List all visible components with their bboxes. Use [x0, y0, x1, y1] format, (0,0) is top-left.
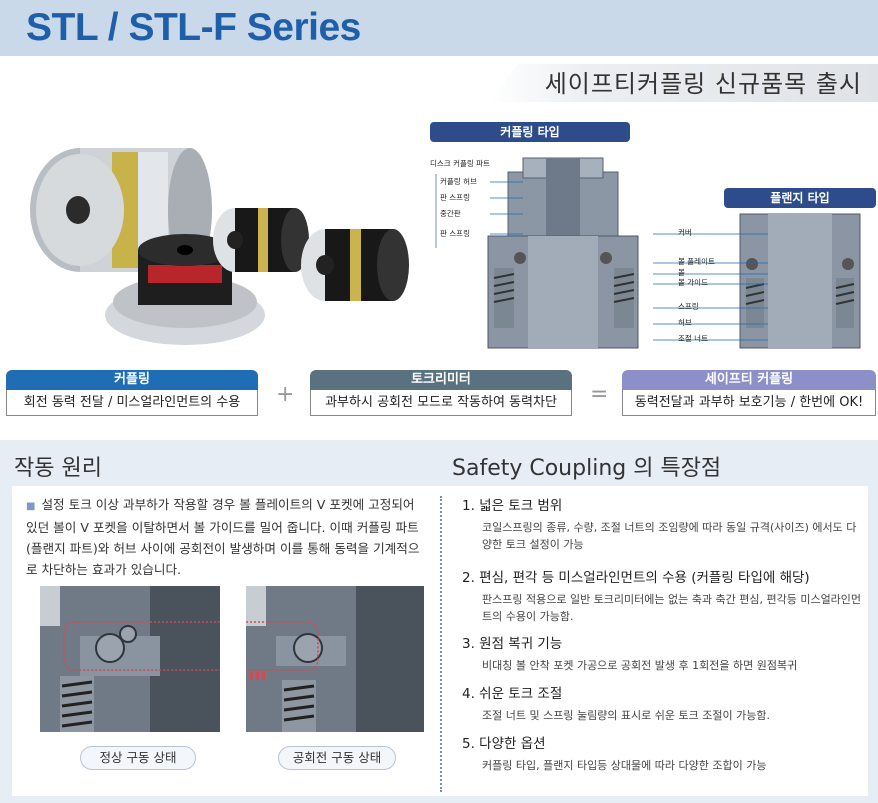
- diagram-label-spring: 스프링: [678, 302, 699, 311]
- feature-desc: 조절 너트 및 스프링 눌림량의 표시로 쉬운 토크 조절이 가능함.: [482, 709, 770, 722]
- feature-desc: 커플링 타입, 플랜지 타입등 상대물에 따라 다양한 조합이 가능: [482, 759, 767, 772]
- bullet-icon: ■: [26, 501, 36, 512]
- diagram-label-middle-plate: 중간판: [440, 209, 461, 218]
- safety-coupling-box-title: 세이프티 커플링: [622, 370, 876, 390]
- page-subtitle: 세이프티커플링 신규품목 출시: [544, 70, 862, 98]
- diagram-label-hub: 커플링 허브: [440, 177, 477, 186]
- diagram-label-leaf-spring-2: 판 스프링: [440, 229, 470, 238]
- diagram-label-ball-guide: 볼 가이드: [678, 278, 708, 287]
- diagram-label-cover: 커버: [678, 228, 692, 237]
- principle-title: 작동 원리: [14, 456, 102, 481]
- diagram-label-ball: 볼: [678, 268, 685, 277]
- feature-heading: 1. 넓은 토크 범위: [462, 498, 563, 514]
- feature-heading: 5. 다양한 옵션: [462, 736, 546, 752]
- feature-desc: 판스프링 적용으로 일반 토크리미터에는 없는 축과 축간 편심, 편각등 미스…: [482, 593, 862, 623]
- coupling-type-label: 커플링 타입: [430, 122, 630, 142]
- product-photo: [30, 148, 409, 345]
- coupling-box: 커플링 회전 동력 전달 / 미스얼라인먼트의 수용: [6, 370, 258, 420]
- feature-item: 4. 쉬운 토크 조절 조절 너트 및 스프링 눌림량의 표시로 쉬운 토크 조…: [462, 682, 862, 724]
- feature-item: 2. 편심, 편각 등 미스얼라인먼트의 수용 (커플링 타입에 해당) 판스프…: [462, 566, 862, 625]
- torque-limiter-box-desc: 과부하시 공회전 모드로 작동하여 동력차단: [310, 390, 572, 416]
- diagram-label-hub-right: 허브: [678, 318, 692, 327]
- small-coupling-image-1: [213, 208, 309, 272]
- diagram-label-leaf-spring-1: 판 스프링: [440, 193, 470, 202]
- normal-state-image: [40, 586, 220, 732]
- cross-section-diagram: 커플링 타입 플랜지 타입: [428, 118, 878, 374]
- small-coupling-image-2: [301, 229, 409, 301]
- safety-coupling-box: 세이프티 커플링 동력전달과 과부하 보호기능 / 한번에 OK!: [622, 370, 876, 420]
- equals-sign: =: [590, 382, 609, 407]
- feature-heading: 2. 편심, 편각 등 미스얼라인먼트의 수용 (커플링 타입에 해당): [462, 570, 810, 586]
- feature-heading: 4. 쉬운 토크 조절: [462, 686, 563, 702]
- coupling-box-desc: 회전 동력 전달 / 미스얼라인먼트의 수용: [6, 390, 258, 416]
- idle-state-image: [246, 586, 424, 732]
- coupling-box-title: 커플링: [6, 370, 258, 390]
- principle-text: 설정 토크 이상 과부하가 작용할 경우 볼 플레이트의 V 포켓에 고정되어 …: [26, 497, 420, 577]
- diagram-drawing: [435, 157, 861, 349]
- panel-divider: [440, 496, 442, 792]
- diagram-label-adjust-nut: 조절 너트: [678, 334, 708, 343]
- diagram-label-disc-part: 디스크 커플링 파트: [430, 159, 490, 168]
- torque-limiter-box: 토크리미터 과부하시 공회전 모드로 작동하여 동력차단: [310, 370, 572, 420]
- torque-limiter-box-title: 토크리미터: [310, 370, 572, 390]
- feature-desc: 비대칭 볼 안착 포켓 가공으로 공회전 발생 후 1회전을 하면 원점복귀: [482, 659, 798, 672]
- plus-sign: +: [276, 382, 295, 407]
- feature-heading: 3. 원점 복귀 기능: [462, 636, 563, 652]
- diagram-label-ball-plate: 볼 플레이트: [678, 257, 715, 266]
- safety-coupling-box-desc: 동력전달과 과부하 보호기능 / 한번에 OK!: [622, 390, 876, 416]
- page-title: STL / STL-F Series: [26, 6, 361, 49]
- feature-desc: 코일스프링의 종류, 수량, 조절 너트의 조임량에 따라 동일 규격(사이즈)…: [482, 521, 857, 551]
- feature-item: 5. 다양한 옵션 커플링 타입, 플랜지 타입등 상대물에 따라 다양한 조합…: [462, 732, 862, 774]
- pulley-coupling-image: [105, 234, 265, 345]
- feature-item: 1. 넓은 토크 범위 코일스프링의 종류, 수량, 조절 너트의 조임량에 따…: [462, 494, 862, 553]
- subtitle-band: [490, 64, 878, 102]
- feature-item: 3. 원점 복귀 기능 비대칭 볼 안착 포켓 가공으로 공회전 발생 후 1회…: [462, 632, 862, 674]
- features-title: Safety Coupling 의 특장점: [452, 456, 722, 481]
- idle-state-label: 공회전 구동 상태: [278, 746, 396, 770]
- principle-description: ■설정 토크 이상 과부하가 작용할 경우 볼 플레이트의 V 포켓에 고정되어…: [26, 494, 426, 580]
- title-bar: [0, 0, 878, 56]
- normal-state-label: 정상 구동 상태: [80, 746, 196, 770]
- flange-type-label: 플랜지 타입: [724, 188, 876, 208]
